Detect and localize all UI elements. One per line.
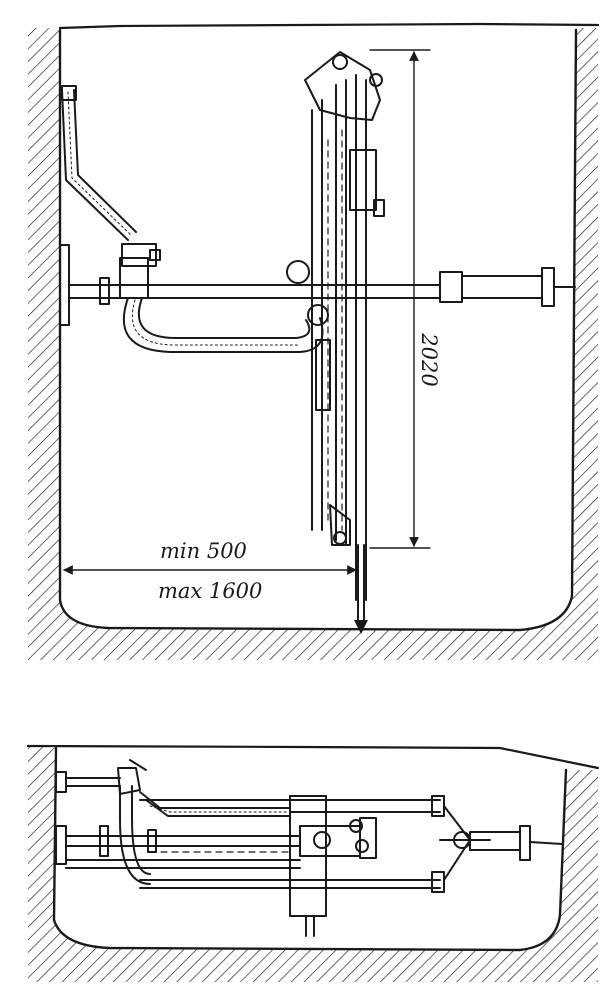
hose-loop-fill (131, 299, 299, 346)
upper-excavation-outline (58, 28, 578, 632)
upper-view: 2020 min 500 max 1600 (28, 22, 600, 660)
lower-hose (139, 791, 291, 817)
lower-collar-1 (99, 825, 109, 857)
lower-motor-cap (359, 817, 377, 859)
support-collar-2 (119, 257, 149, 299)
lower-end-flange (519, 825, 531, 861)
reach-max-label: max 1600 (158, 579, 262, 603)
lower-rock-hatching (28, 746, 598, 982)
end-flange-right (541, 267, 555, 307)
mast-chain (327, 129, 343, 531)
feed-hose-fill (67, 91, 133, 237)
horizontal-support-bar (68, 284, 441, 299)
drill-rod (357, 544, 365, 621)
lower-yoke (439, 805, 491, 881)
mast-rails (311, 74, 367, 601)
lower-pulley-1 (313, 831, 331, 849)
lower-joint-lower (431, 871, 445, 893)
wall-plate-left (59, 244, 70, 326)
upper-top-edge (58, 22, 600, 30)
swivel-upper (286, 260, 310, 284)
support-collar-1 (99, 277, 110, 305)
hose-loop (122, 297, 324, 353)
lower-wall-plate-top (55, 771, 67, 793)
lower-excavation-outline (52, 746, 568, 952)
lower-hose-fill (149, 805, 289, 813)
foot-pulley (333, 531, 347, 545)
lower-end-stub (529, 841, 563, 845)
valve-body (121, 243, 157, 267)
lower-pulley-3 (355, 839, 369, 853)
feed-cylinder (315, 339, 331, 411)
lower-pulley-2 (349, 819, 363, 833)
swivel-lower (307, 304, 329, 326)
drill-motor-cap (373, 199, 385, 217)
lower-upper-arm (65, 777, 121, 787)
lower-view (26, 744, 600, 982)
mast-foot (329, 504, 351, 546)
valve-handle (149, 249, 161, 261)
mast-head (304, 51, 381, 121)
lower-top-edge (26, 744, 600, 770)
drill-motor (349, 149, 377, 211)
drill-bit (354, 620, 368, 634)
head-pulley-2 (369, 73, 383, 87)
hose-coupling (61, 85, 77, 101)
reach-dimension: min 500 max 1600 (63, 539, 357, 603)
height-dimension: 2020 (369, 49, 441, 549)
lower-wall-plate-bottom (55, 825, 67, 865)
telescopic-cylinder (461, 275, 543, 299)
feed-hose (61, 89, 137, 241)
telescopic-tube (439, 271, 463, 303)
head-pulley-1 (332, 54, 348, 70)
height-dimension-label: 2020 (417, 332, 441, 386)
lower-u-bend (119, 785, 151, 885)
reach-min-label: min 500 (160, 539, 247, 563)
lower-drill-rod (305, 915, 315, 937)
lower-collar-2 (147, 829, 157, 853)
